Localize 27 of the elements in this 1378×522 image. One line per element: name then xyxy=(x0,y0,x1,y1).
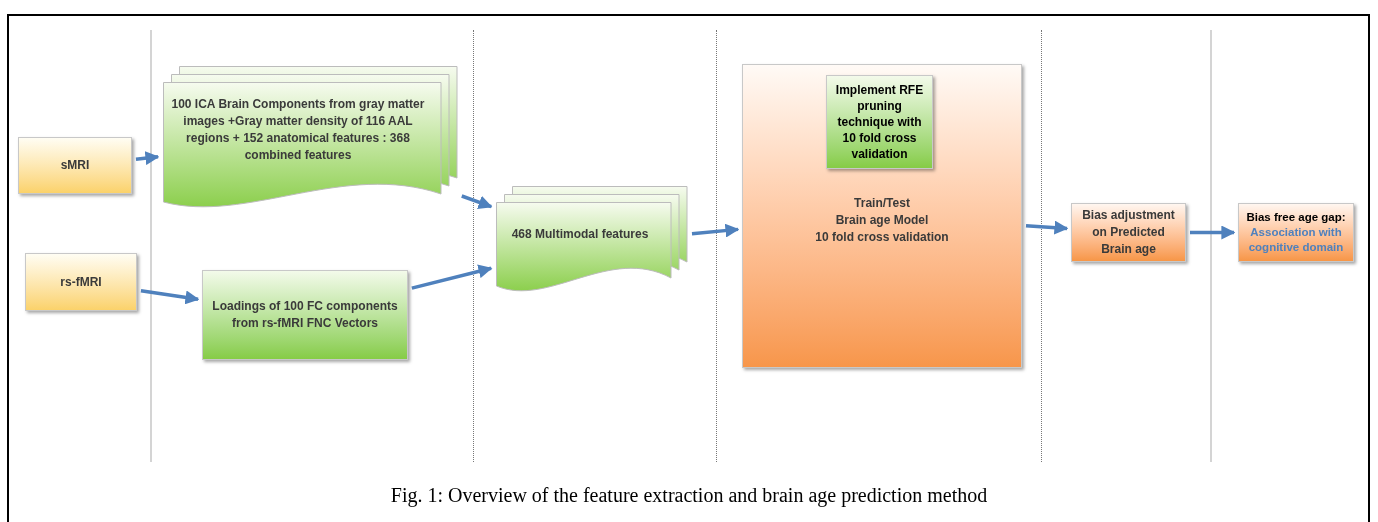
arrow xyxy=(140,289,200,305)
input-box xyxy=(25,253,137,311)
node-text: 100 ICA Brain Components from gray matter images +Gray matter density of 116 AAL regions + 152 anatomical features : 368 combined features xyxy=(170,96,426,164)
process-box xyxy=(826,75,933,169)
input-box xyxy=(18,137,132,194)
arrow xyxy=(1025,220,1069,235)
node-text: Association with cognitive domain xyxy=(1247,225,1345,255)
node-text: 10 fold cross validation xyxy=(815,229,949,246)
node-text: Bias free age gap: xyxy=(1246,210,1346,225)
arrow xyxy=(691,223,740,238)
node-text: Loadings of 100 FC components from rs-fMRI FNC Vectors xyxy=(211,298,399,332)
result-box xyxy=(1238,203,1354,262)
node-text: Train/Test xyxy=(854,195,910,212)
node-text: Brain age Model xyxy=(835,212,929,229)
node-text: Bias adjustment on Predicted Brain age xyxy=(1081,207,1176,258)
node-text: sMRI xyxy=(60,157,90,174)
node-text: Implement RFE pruning technique with 10 fold cross validation xyxy=(834,82,925,162)
arrow xyxy=(461,194,493,209)
caption: Fig. 1: Overview of the feature extraction and brain age prediction method xyxy=(390,483,988,509)
process-box xyxy=(1071,203,1186,262)
node-text: rs-fMRI xyxy=(60,273,102,291)
model-box xyxy=(742,64,1022,368)
arrow xyxy=(135,151,160,166)
node-text: 468 Multimodal features xyxy=(511,226,649,243)
arrow xyxy=(411,264,493,290)
arrow xyxy=(1190,225,1236,240)
process-box xyxy=(202,270,408,360)
